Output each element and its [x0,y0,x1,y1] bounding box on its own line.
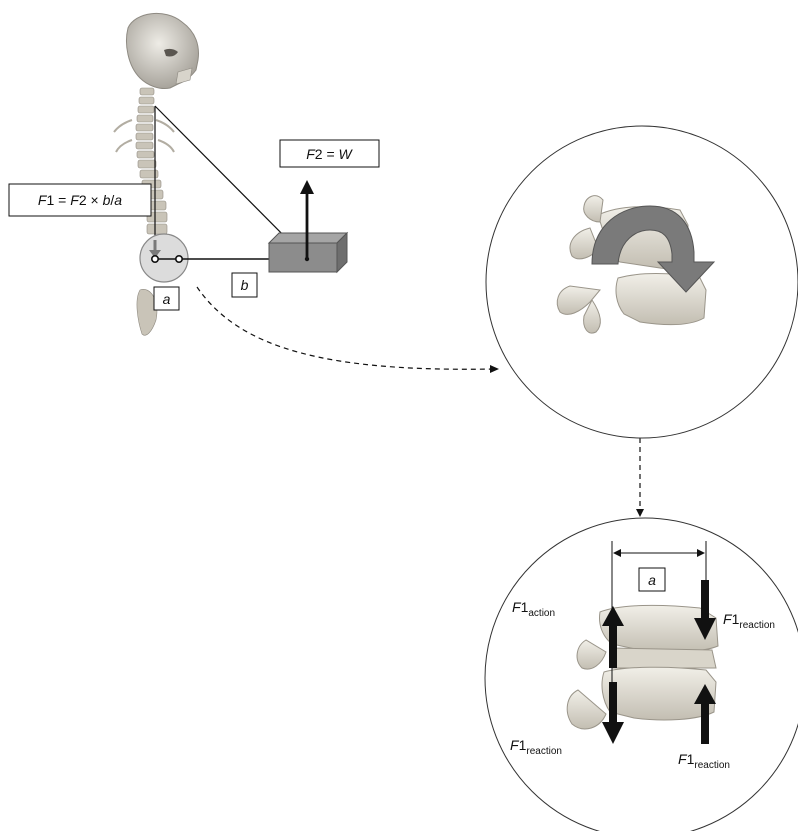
detail-a-label: a [648,572,656,588]
skeleton-figure [114,13,307,335]
f2-arrowhead [300,180,314,194]
f2-equation: F2 = W [306,146,353,162]
f1-equation: F1 = F2 × b/a [38,192,122,208]
b-label: b [241,277,249,293]
force-detail-circle: a F1action F1reaction F1reaction F1react… [485,518,798,831]
moment-point [176,256,182,262]
rotation-detail-circle [486,126,798,438]
zoom-connector-1 [197,287,495,369]
skull-icon [127,13,199,88]
connector-2-arrowhead [636,509,644,517]
connector-1-arrowhead [490,365,499,373]
pivot-point [152,256,158,262]
a-label: a [163,291,171,307]
